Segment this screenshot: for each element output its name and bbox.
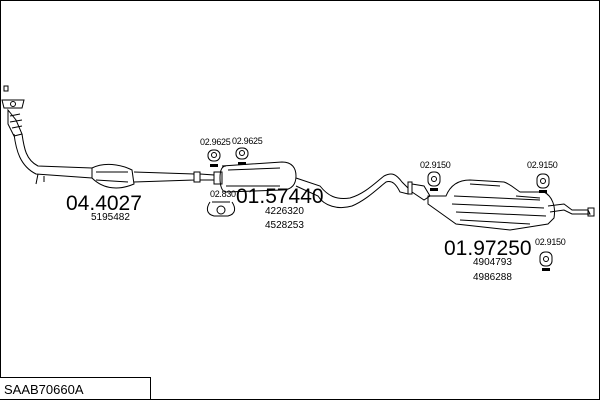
diagram-title: SAAB70660A bbox=[4, 382, 84, 397]
middle-silencer-oem-2: 4528253 bbox=[265, 220, 304, 231]
middle-silencer-drawing bbox=[213, 161, 431, 209]
hanger-icon bbox=[536, 173, 550, 189]
rear-silencer-part-number: 01.97250 bbox=[444, 237, 532, 260]
hanger-icon bbox=[235, 147, 249, 160]
front-pipe-oem-1: 5195482 bbox=[91, 212, 130, 223]
clamp-icon bbox=[206, 201, 236, 217]
manifold-stud bbox=[3, 85, 9, 92]
front-silencer-body bbox=[91, 163, 135, 189]
rear-joint-ring bbox=[407, 181, 413, 195]
rear-silencer-drawing bbox=[427, 179, 595, 231]
rear-silencer-oem-1: 4904793 bbox=[473, 257, 512, 268]
front-pipe-part-number: 04.4027 bbox=[66, 192, 142, 215]
hanger-label: 02.9150 bbox=[420, 160, 451, 170]
hanger-label: 02.9150 bbox=[535, 237, 566, 247]
middle-silencer-part-number: 01.57440 bbox=[236, 185, 324, 208]
hanger-label: 02.9625 bbox=[232, 136, 263, 146]
front-flange bbox=[1, 99, 25, 109]
clamp-label: 02.830 bbox=[210, 189, 236, 199]
front-pipe-drawing bbox=[1, 85, 215, 189]
middle-silencer-oem-1: 4226320 bbox=[265, 206, 304, 217]
hanger-icon bbox=[539, 251, 553, 267]
sensor-boss bbox=[35, 173, 45, 185]
hanger-icon bbox=[427, 171, 441, 187]
flex-joint bbox=[7, 108, 23, 137]
hanger-icon bbox=[207, 149, 221, 162]
hanger-label: 02.9625 bbox=[200, 137, 231, 147]
title-box: SAAB70660A bbox=[0, 377, 151, 399]
tailpipe-end bbox=[587, 207, 595, 217]
rear-silencer-oem-2: 4986288 bbox=[473, 272, 512, 283]
hanger-label: 02.9150 bbox=[527, 160, 558, 170]
